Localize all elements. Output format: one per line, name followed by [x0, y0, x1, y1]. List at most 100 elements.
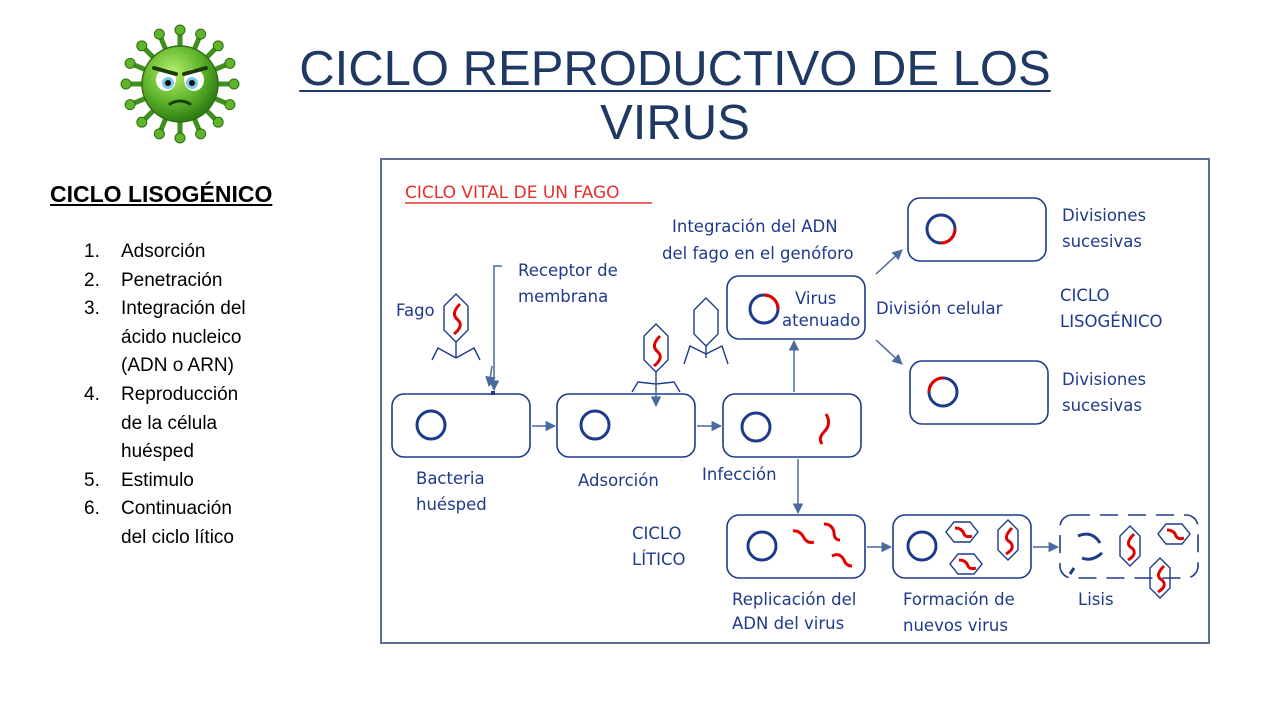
cell-virus-atenuado — [726, 275, 866, 340]
virus-spike-tip — [174, 24, 186, 36]
step-text: Continuación — [121, 498, 232, 520]
step-number: 3. — [84, 298, 100, 320]
step-text: Estimulo — [121, 469, 194, 491]
label-fago: Fago — [396, 301, 435, 320]
virion-4 — [1119, 525, 1141, 567]
dna-integrated-division-2 — [927, 376, 944, 393]
label-replicacion-1: Replicación del — [732, 590, 856, 609]
label-atenuado: atenuado — [782, 311, 860, 330]
section-subtitle: CICLO LISOGÉNICO — [50, 181, 273, 207]
label-integracion-2: del fago en el genóforo — [662, 244, 854, 263]
label-ciclo-lisogenico-2: LISOGÉNICO — [1060, 312, 1162, 331]
title-line-2: VIRUS — [600, 96, 750, 150]
label-integracion-1: Integración del ADN — [672, 217, 838, 236]
virus-spike-tip — [195, 128, 207, 140]
label-formacion-1: Formación de — [903, 590, 1015, 609]
step-number: 4. — [84, 383, 100, 405]
step-item: 4. Reproducción de la célula huésped — [84, 381, 284, 467]
label-divisiones-2b: sucesivas — [1062, 396, 1142, 415]
genome-bacteria — [415, 409, 447, 441]
label-replicacion-2: ADN del virus — [732, 614, 844, 633]
dna-integrated-division-1 — [940, 228, 957, 245]
label-huesped: huésped — [416, 495, 487, 514]
cell-lisis — [1059, 514, 1199, 579]
step-text: (ADN o ARN) — [121, 355, 234, 377]
label-divisiones-1b: sucesivas — [1062, 232, 1142, 251]
virus-spike-tip — [212, 116, 224, 128]
virus-spike-tip — [136, 40, 148, 52]
phage-fago — [431, 293, 481, 361]
genome-infeccion — [740, 411, 772, 443]
virus-spike-tip — [228, 78, 240, 90]
dna-free-infeccion — [818, 413, 831, 445]
step-item: 3. Integración del ácido nucleico (ADN o AR… — [84, 295, 284, 381]
step-item: 6. Continuación del ciclo lítico — [84, 495, 284, 552]
virus-spike-tip — [224, 57, 236, 69]
label-infeccion: Infección — [702, 465, 777, 484]
step-text: Reproducción — [121, 383, 239, 405]
step-text: del ciclo lítico — [121, 526, 234, 548]
step-number: 5. — [84, 469, 100, 491]
genome-formacion — [906, 530, 938, 562]
dna-free-rep-2 — [823, 522, 841, 542]
genome-replicacion — [746, 530, 778, 562]
dna-integrated-virus — [763, 293, 780, 310]
label-adsorcion: Adsorción — [578, 471, 659, 490]
step-text: huésped — [121, 441, 194, 463]
virus-spike-tip — [153, 28, 165, 40]
lysed-genome-1 — [1077, 532, 1102, 544]
virus-illustration — [120, 24, 240, 144]
label-lisis: Lisis — [1078, 590, 1114, 609]
title-line-1: CICLO REPRODUCTIVO DE LOS — [299, 42, 1051, 96]
label-divisiones-2a: Divisiones — [1062, 370, 1146, 389]
diagram-heading: CICLO VITAL DE UN FAGO — [405, 183, 620, 203]
phage-empty — [683, 297, 729, 365]
label-receptor-1: Receptor de — [518, 261, 618, 280]
step-item: 2. Penetración — [84, 267, 284, 296]
step-number: 6. — [84, 498, 100, 520]
step-text: de la célula — [121, 412, 218, 434]
cell-replicacion — [726, 514, 866, 579]
virus-spike-tip — [124, 99, 136, 111]
virus-spike-tip — [224, 99, 236, 111]
step-text: Penetración — [121, 269, 223, 291]
virus-spike-tip — [153, 128, 165, 140]
label-divisiones-1a: Divisiones — [1062, 206, 1146, 225]
arrow-division-down — [875, 339, 903, 365]
arrow-division-up — [875, 249, 903, 275]
step-item: 1.Adsorción — [84, 238, 284, 267]
virus-spike-tip — [195, 28, 207, 40]
virus-spike-tip — [120, 78, 132, 90]
phage-cycle-diagram: CICLO VITAL DE UN FAGO Fago Receptor de … — [380, 158, 1210, 644]
dna-free-rep-1 — [792, 529, 815, 544]
label-bacteria: Bacteria — [416, 469, 485, 488]
cell-division-1 — [907, 197, 1047, 262]
label-virus: Virus — [795, 289, 836, 308]
step-item: 5. Estimulo — [84, 467, 284, 496]
receptor-point — [491, 391, 495, 395]
phage-dna-2 — [653, 334, 662, 368]
step-text: ácido nucleico — [121, 326, 242, 348]
cell-bacteria — [391, 393, 531, 458]
cell-formacion — [892, 514, 1032, 579]
virus-spike-tip — [212, 40, 224, 52]
dna-free-rep-3 — [831, 553, 853, 568]
virion-2 — [949, 553, 983, 575]
page-title: CICLO REPRODUCTIVO DE LOS VIRUS — [250, 42, 1100, 150]
step-text: Integración del — [121, 298, 246, 320]
label-ciclo-lisogenico-1: CICLO — [1060, 286, 1110, 305]
cell-adsorcion — [556, 393, 696, 458]
label-receptor-2: membrana — [518, 287, 608, 306]
step-text: Adsorción — [121, 241, 206, 262]
diagram-frame — [380, 158, 1210, 644]
label-division-celular: División celular — [876, 299, 1003, 318]
label-ciclo-litico-1: CICLO — [632, 524, 682, 543]
virion-6 — [1149, 557, 1171, 599]
virion-3 — [997, 519, 1019, 561]
phage-dna-1 — [453, 302, 462, 336]
virus-spike-tip — [124, 57, 136, 69]
arrow-receptor — [488, 265, 502, 392]
step-number: 2. — [84, 269, 100, 291]
virus-spike-tip — [174, 132, 186, 144]
